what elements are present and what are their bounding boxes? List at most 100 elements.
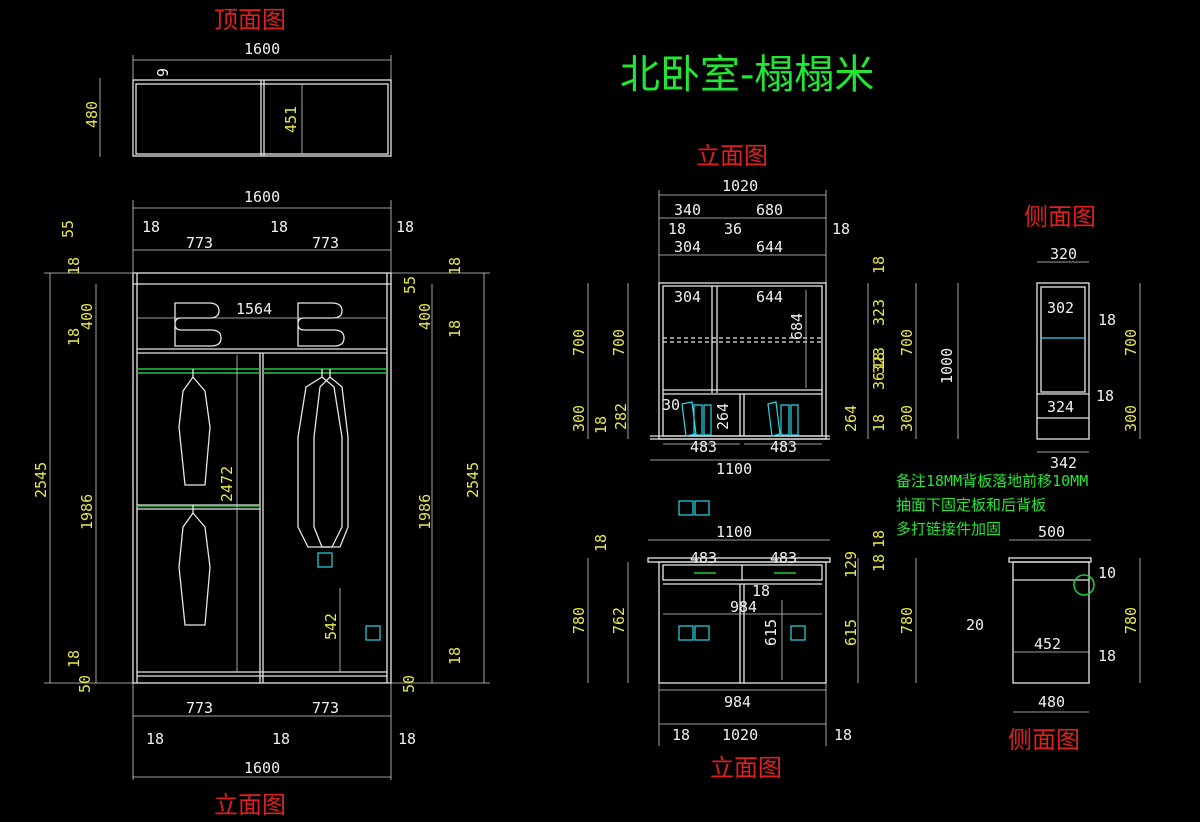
upper-d483a: 483	[690, 438, 717, 456]
bot-t-mid: 18	[272, 730, 290, 748]
lower-r18b: 18	[870, 554, 888, 572]
note-line-3: 多打链接件加固	[896, 520, 1001, 538]
wardrobe-right-dims: 2545 55 18 400 18 1986 18 50	[391, 257, 490, 693]
top-t-mid: 18	[270, 218, 288, 236]
right-plinth-50: 50	[400, 675, 418, 693]
right-top-18: 18	[446, 257, 464, 275]
top-inner-label: 451	[282, 106, 300, 133]
lower-in984b: 984	[724, 693, 751, 711]
upper-v684: 684	[788, 313, 806, 340]
wardrobe-bottom-dims: 773 773 18 18 18 1600	[132, 683, 416, 780]
right-1986: 1986	[416, 494, 434, 530]
bot-t-right: 18	[398, 730, 416, 748]
lower-d483b: 483	[770, 549, 797, 567]
upper-r36: 36	[870, 372, 888, 390]
upper-d264b: 264	[842, 405, 860, 432]
top-view-title: 顶面图	[214, 6, 286, 34]
lower-b1020: 1020	[722, 726, 758, 744]
side-lower-h780: 780	[1122, 607, 1140, 634]
wardrobe-top-width: 1600	[244, 188, 280, 206]
upper-r18a: 18	[870, 256, 888, 274]
upper-r18c: 18	[870, 414, 888, 432]
side-upper-wbot: 342	[1050, 454, 1077, 472]
socket-pair	[678, 500, 710, 516]
wardrobe-left-dims: 2545 55 18 400 18 1986 18 50	[32, 220, 133, 693]
lower-elevation-title: 立面图	[710, 754, 782, 782]
lower-in984a: 984	[730, 598, 757, 616]
lower-cabinet-right-dims: 129 18 18 615 780	[842, 530, 917, 683]
lower-w-top: 1100	[716, 523, 752, 541]
upper-in304: 304	[674, 238, 701, 256]
shelf-height-label: 542	[322, 613, 340, 640]
upper-t18a: 18	[668, 220, 686, 238]
left-total-height: 2545	[32, 462, 50, 498]
left-1986: 1986	[78, 494, 96, 530]
upper-v30: 30	[662, 396, 680, 414]
upper-d483b: 483	[770, 438, 797, 456]
inner-height-label: 2472	[218, 466, 236, 502]
upper-r323b: 323	[870, 347, 888, 374]
side-lower-w452: 452	[1034, 635, 1061, 653]
upper-t36: 36	[724, 220, 742, 238]
lower-r780: 780	[898, 607, 916, 634]
top-thickness-label: 9	[154, 68, 172, 77]
upper-l700a: 700	[570, 329, 588, 356]
upper-in644: 644	[756, 238, 783, 256]
wardrobe-bottom-width: 1600	[244, 759, 280, 777]
inner-width-label: 1564	[236, 300, 272, 318]
upper-right-bay: 680	[756, 201, 783, 219]
upper-l282: 282	[612, 403, 630, 430]
right-mid-18: 18	[446, 320, 464, 338]
left-plinth-50: 50	[76, 675, 94, 693]
side-upper-in324: 324	[1047, 398, 1074, 416]
lower-r129: 129	[842, 551, 860, 578]
upper-l300: 300	[570, 405, 588, 432]
lower-l762: 762	[610, 607, 628, 634]
lower-cabinet: 1100 483 483 18 984 615 984 18 1020 18	[647, 523, 852, 746]
upper-r18b: 18	[870, 352, 888, 370]
bay-left-top: 773	[186, 234, 213, 252]
top-t-right: 18	[396, 218, 414, 236]
upper-cabinet-left-dims: 700 700 300 18 282	[570, 283, 630, 439]
left-55: 55	[59, 220, 77, 238]
upper-cabinet-right-dims: 18 323 18 323 36 18 700 300 1000	[867, 256, 959, 439]
lower-cabinet-left-dims: 18 780 762	[570, 534, 629, 683]
upper-in304b: 304	[674, 288, 701, 306]
right-400: 400	[416, 303, 434, 330]
left-top-18: 18	[65, 257, 83, 275]
bay-left-bottom: 773	[186, 699, 213, 717]
side-lower-d10: 10	[1098, 564, 1116, 582]
side-lower-d20: 20	[966, 616, 984, 634]
lower-r18a: 18	[870, 530, 888, 548]
top-t-left: 18	[142, 218, 160, 236]
upper-cabinet-top-dims: 1020 340 680 18 36 18 304 644	[658, 177, 850, 283]
lower-l780: 780	[570, 607, 588, 634]
wardrobe-elevation: 2472 542 1564	[132, 272, 392, 684]
upper-left-bay: 340	[674, 201, 701, 219]
side-lower-w500: 500	[1038, 523, 1065, 541]
wardrobe-top-dims: 1600 773 773 18 18 18	[132, 188, 414, 273]
bot-t-left: 18	[146, 730, 164, 748]
upper-in644b: 644	[756, 288, 783, 306]
lower-b18a: 18	[672, 726, 690, 744]
upper-r1000: 1000	[938, 348, 956, 384]
lower-v615: 615	[762, 619, 780, 646]
lower-b18b: 18	[834, 726, 852, 744]
left-elevation-title: 立面图	[214, 791, 286, 819]
lower-r615: 615	[842, 619, 860, 646]
side-upper-h300: 300	[1122, 405, 1140, 432]
lower-side-view: 500 10 20 452 18 480 780	[966, 523, 1141, 713]
side-upper-t18a: 18	[1098, 311, 1116, 329]
upper-side-title: 侧面图	[1024, 203, 1096, 231]
bay-right-bottom: 773	[312, 699, 339, 717]
upper-cabinet: 684 304 644 30 483 483 264 264 1100	[650, 282, 860, 478]
upper-base-w: 1100	[716, 460, 752, 478]
side-upper-w: 320	[1050, 245, 1077, 263]
upper-elevation-title: 立面图	[696, 142, 768, 170]
lower-side-title: 侧面图	[1008, 726, 1080, 754]
side-upper-h700: 700	[1122, 329, 1140, 356]
note-line-2: 抽面下固定板和后背板	[896, 496, 1046, 514]
lower-l18: 18	[592, 534, 610, 552]
upper-t18b: 18	[832, 220, 850, 238]
side-lower-w480: 480	[1038, 693, 1065, 711]
